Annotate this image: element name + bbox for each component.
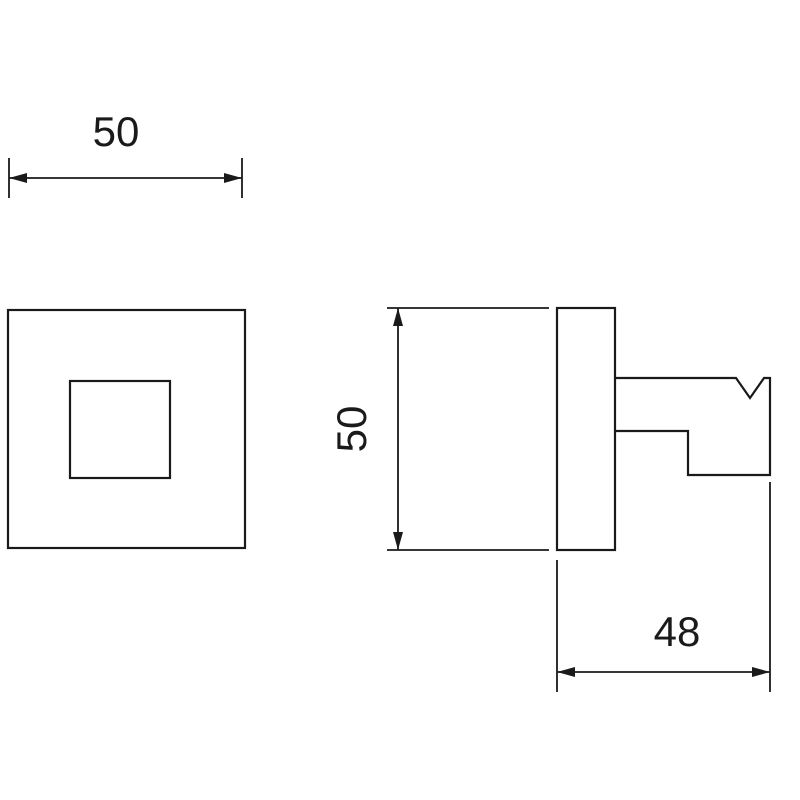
side-view — [555, 306, 772, 552]
dim-label-side-depth: 48 — [654, 608, 701, 655]
arrowhead-left-icon — [557, 667, 575, 677]
front-view — [6, 308, 247, 550]
arrowhead-right-icon — [224, 173, 242, 183]
dim-label-side-height: 50 — [328, 406, 375, 453]
arrowhead-down-icon — [393, 532, 403, 550]
arrowhead-right-icon — [752, 667, 770, 677]
dim-side-depth — [556, 482, 771, 692]
arrowhead-up-icon — [393, 308, 403, 326]
dim-label-front-width: 50 — [93, 108, 140, 155]
front-hook-boss-outline — [68, 379, 172, 480]
dim-front-width — [8, 158, 243, 198]
side-faceplate-outline — [555, 306, 617, 552]
front-faceplate-outline — [6, 308, 247, 550]
side-hook-arm-outline — [615, 376, 772, 477]
dim-side-height — [387, 307, 549, 551]
arrowhead-left-icon — [9, 173, 27, 183]
